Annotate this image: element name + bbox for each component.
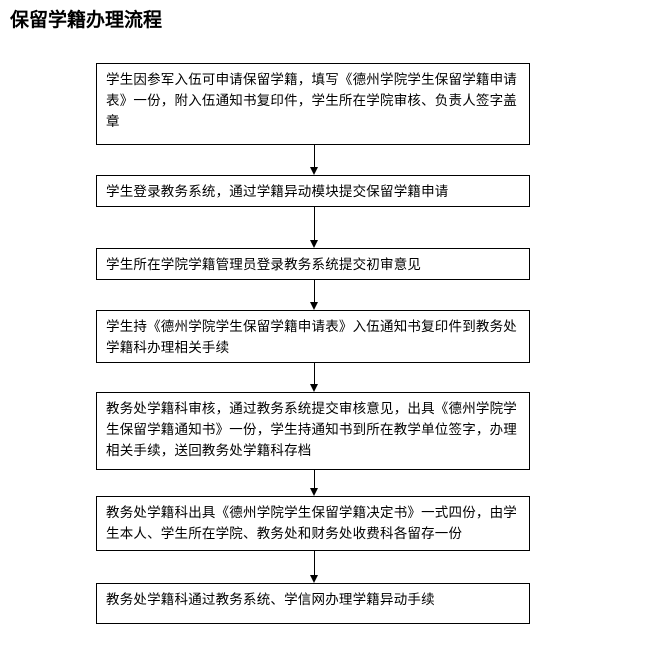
arrow-down-icon — [310, 167, 318, 175]
arrow-down-icon — [310, 575, 318, 583]
flow-connector-2-to-3 — [309, 207, 320, 248]
connector-line — [314, 145, 315, 167]
arrow-down-icon — [310, 240, 318, 248]
flow-node-process-status-change: 教务处学籍科通过教务系统、学信网办理学籍异动手续 — [96, 583, 530, 624]
flow-node-text: 教务处学籍科通过教务系统、学信网办理学籍异动手续 — [106, 592, 435, 608]
flow-connector-4-to-5 — [309, 363, 320, 392]
connector-line — [314, 280, 315, 302]
arrow-down-icon — [310, 384, 318, 392]
flow-node-text: 学生登录教务系统，通过学籍异动模块提交保留学籍申请 — [106, 184, 449, 200]
flow-connector-5-to-6 — [309, 470, 320, 496]
connector-line — [314, 363, 315, 384]
flow-connector-6-to-7 — [309, 551, 320, 583]
flow-node-submit-paper-materials: 学生持《德州学院学生保留学籍申请表》入伍通知书复印件到教务处学籍科办理相关手续 — [96, 310, 530, 363]
flow-node-text: 学生所在学院学籍管理员登录教务系统提交初审意见 — [106, 257, 422, 273]
flow-connector-1-to-2 — [309, 145, 320, 175]
flow-node-text: 教务处学籍科审核，通过教务系统提交审核意见，出具《德州学院学生保留学籍通知书》一… — [106, 401, 517, 459]
flow-node-issue-decision-document: 教务处学籍科出具《德州学院学生保留学籍决定书》一式四份，由学生本人、学生所在学院… — [96, 496, 530, 551]
page-title: 保留学籍办理流程 — [10, 9, 163, 31]
flow-node-college-registrar-first-review: 学生所在学院学籍管理员登录教务系统提交初审意见 — [96, 248, 530, 280]
flow-connector-3-to-4 — [309, 280, 320, 310]
flow-node-submit-online-application: 学生登录教务系统，通过学籍异动模块提交保留学籍申请 — [96, 175, 530, 207]
flow-node-text: 教务处学籍科出具《德州学院学生保留学籍决定书》一式四份，由学生本人、学生所在学院… — [106, 505, 517, 542]
arrow-down-icon — [310, 302, 318, 310]
flow-node-text: 学生因参军入伍可申请保留学籍，填写《德州学院学生保留学籍申请表》一份，附入伍通知… — [106, 72, 517, 130]
flow-node-text: 学生持《德州学院学生保留学籍申请表》入伍通知书复印件到教务处学籍科办理相关手续 — [106, 319, 517, 356]
connector-line — [314, 551, 315, 575]
connector-line — [314, 470, 315, 488]
flow-node-registrar-office-review: 教务处学籍科审核，通过教务系统提交审核意见，出具《德州学院学生保留学籍通知书》一… — [96, 392, 530, 470]
connector-line — [314, 207, 315, 240]
flow-node-apply-for-retention: 学生因参军入伍可申请保留学籍，填写《德州学院学生保留学籍申请表》一份，附入伍通知… — [96, 63, 530, 145]
arrow-down-icon — [310, 488, 318, 496]
